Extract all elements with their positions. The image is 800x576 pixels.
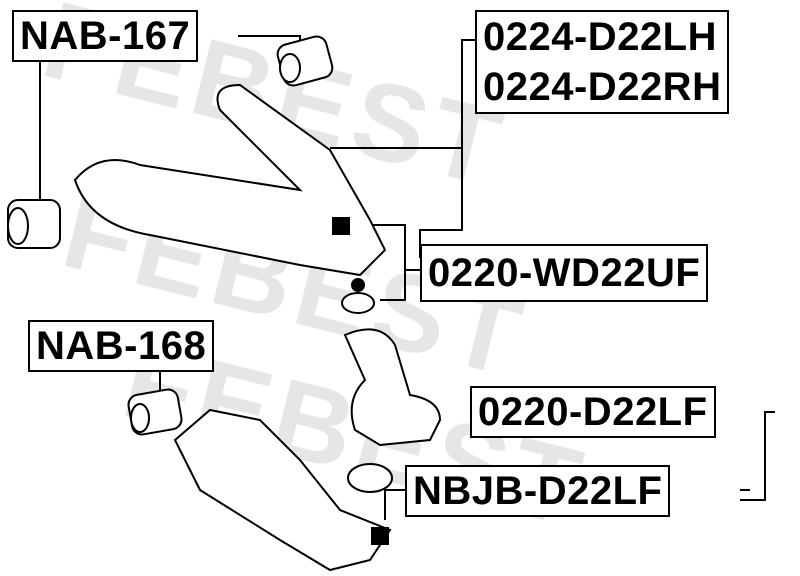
part-label-upper-arm-lh: 0224-D22LH — [483, 15, 718, 59]
part-label-upper-arm-rh: 0224-D22RH — [483, 65, 722, 109]
leader-lower-arm — [740, 411, 775, 501]
steering-knuckle — [343, 328, 442, 447]
bushing-nab167-lower — [7, 199, 61, 249]
leader-upper-bj — [345, 224, 420, 271]
upper-control-arm — [73, 83, 387, 277]
part-label-lower-ball-joint: NBJB-D22LF — [405, 465, 671, 517]
leader-upper-bj-branch — [380, 270, 406, 301]
part-label-nab168: NAB-168 — [28, 320, 215, 372]
leader-upper-arm — [419, 39, 475, 258]
bushing-nab168 — [127, 388, 183, 436]
part-label-lower-arm: 0220-D22LF — [470, 386, 716, 438]
bushing-nab167-upper — [276, 35, 334, 87]
upper-ball-joint — [341, 278, 375, 314]
leader-lower-bj — [384, 489, 405, 520]
part-label-nab167: NAB-167 — [12, 10, 199, 62]
lower-control-arm — [173, 408, 392, 572]
part-label-upper-arm: 0224-D22LH 0224-D22RH — [475, 10, 730, 114]
part-label-upper-ball-joint: 0220-WD22UF — [420, 244, 709, 302]
lower-ball-joint — [347, 463, 393, 545]
